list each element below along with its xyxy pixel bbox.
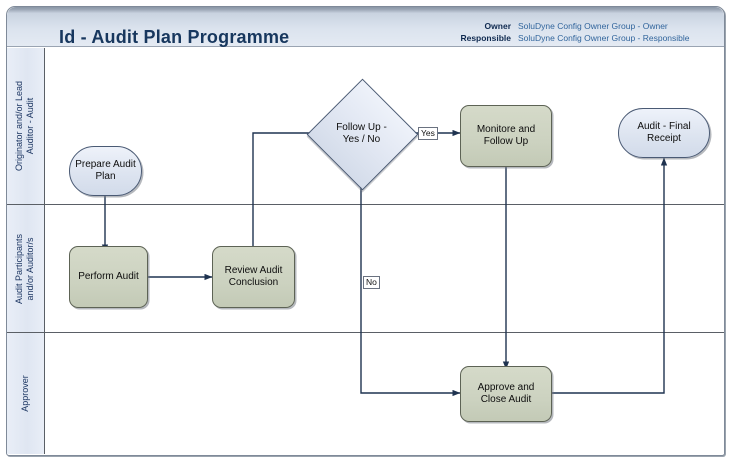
node-follow-up-decision[interactable]: Follow Up -Yes / No [306, 78, 419, 191]
connector-layer [101, 129, 668, 397]
edge-decision-no-to-approve [360, 172, 461, 397]
page-title: Id - Audit Plan Programme [59, 27, 290, 47]
swimlane-body-participants [45, 205, 724, 332]
title-bar: Id - Audit Plan Programme Owner SoluDyne… [7, 7, 724, 47]
responsible-label: Responsible [460, 33, 511, 43]
responsible-value: SoluDyne Config Owner Group - Responsibl… [518, 33, 690, 43]
edge-review-to-decision [252, 129, 324, 254]
meta-block: Owner SoluDyne Config Owner Group - Owne… [445, 20, 714, 44]
owner-label: Owner [484, 21, 511, 31]
swimlane-header-approver: Approver [7, 333, 45, 454]
node-perform-audit[interactable]: Perform Audit [69, 246, 148, 308]
node-label-perform-audit: Perform Audit [78, 271, 139, 282]
meta-row-owner: Owner SoluDyne Config Owner Group - Owne… [445, 20, 714, 32]
owner-value: SoluDyne Config Owner Group - Owner [518, 21, 668, 31]
edge-label-yes: Yes [418, 127, 438, 140]
node-label-follow-up-decision: Follow Up -Yes / No [336, 121, 387, 145]
meta-row-responsible: Responsible SoluDyne Config Owner Group … [445, 32, 714, 44]
edge-approve-to-receipt [552, 157, 668, 394]
edge-label-no: No [363, 276, 380, 289]
